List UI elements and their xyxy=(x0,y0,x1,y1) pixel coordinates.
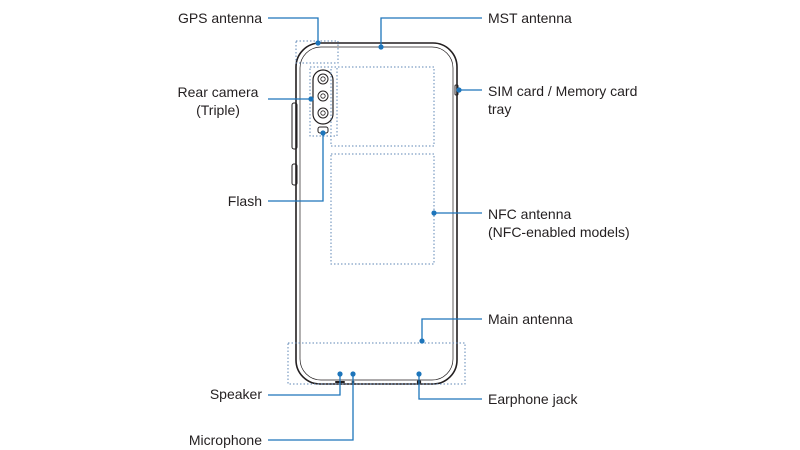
camera-lens-2 xyxy=(317,90,329,102)
callout-gps-antenna xyxy=(268,17,319,42)
phone-outline-inner xyxy=(299,46,454,381)
dot-speaker xyxy=(337,371,343,377)
callout-microphone xyxy=(268,375,354,441)
side-buttons xyxy=(291,84,459,186)
callout-dots xyxy=(308,40,462,377)
label-sim-tray-sub: tray xyxy=(488,101,512,117)
volume-key xyxy=(291,102,298,150)
label-earphone-jack: Earphone jack xyxy=(488,391,578,407)
dot-nfc-antenna xyxy=(431,210,437,216)
label-nfc-antenna: NFC antenna xyxy=(488,206,572,222)
label-sim-tray: SIM card / Memory card xyxy=(488,83,638,99)
dot-microphone xyxy=(350,371,356,377)
side-key xyxy=(291,163,298,186)
label-main-antenna: Main antenna xyxy=(488,311,573,327)
callout-earphone-jack xyxy=(418,375,482,400)
label-microphone: Microphone xyxy=(188,432,262,448)
dot-earphone-jack xyxy=(416,371,422,377)
mst-antenna-zone xyxy=(330,66,435,147)
label-flash: Flash xyxy=(227,193,262,209)
label-gps-antenna: GPS antenna xyxy=(177,10,262,26)
camera-housing xyxy=(312,69,334,125)
dot-sim-tray xyxy=(456,87,462,93)
camera-lens-2-core xyxy=(320,93,326,99)
label-rear-camera-sub: (Triple) xyxy=(196,102,240,118)
callout-flash xyxy=(268,134,324,202)
dot-gps-antenna xyxy=(315,40,321,46)
dot-rear-camera xyxy=(308,96,314,102)
label-nfc-antenna-sub: (NFC-enabled models) xyxy=(488,224,630,240)
nfc-antenna-zone xyxy=(330,153,435,265)
callout-mst-antenna xyxy=(380,17,482,46)
camera-lens-3 xyxy=(317,107,329,119)
dot-mst-antenna xyxy=(378,44,384,50)
dot-main-antenna xyxy=(419,338,425,344)
callout-speaker xyxy=(268,375,341,396)
camera-lens-1 xyxy=(317,73,329,85)
camera-lens-1-core xyxy=(320,76,326,82)
camera-lens-3-core xyxy=(320,110,326,116)
label-rear-camera: Rear camera xyxy=(177,84,259,100)
label-speaker: Speaker xyxy=(209,386,262,402)
callout-lines xyxy=(268,17,482,441)
rear-camera-module xyxy=(312,69,334,134)
label-mst-antenna: MST antenna xyxy=(488,10,572,26)
callout-main-antenna xyxy=(421,318,482,340)
dot-flash xyxy=(320,130,326,136)
bottom-antenna-zone xyxy=(287,342,466,385)
